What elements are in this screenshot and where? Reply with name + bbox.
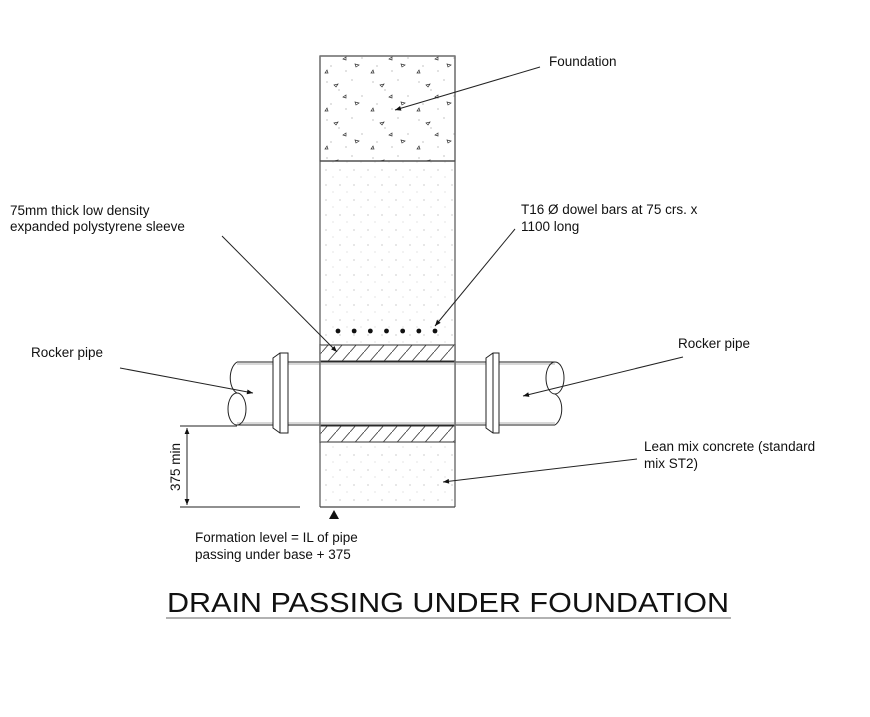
dimension-375-min: 375 min (168, 425, 300, 508)
dowel-bar (351, 328, 357, 334)
dowel-label-line1: T16 Ø dowel bars at 75 crs. x (521, 202, 698, 217)
drawing-title: DRAIN PASSING UNDER FOUNDATION (167, 587, 729, 618)
sleeve-label-line1: 75mm thick low density (10, 203, 150, 218)
dimension-label: 375 min (168, 443, 183, 491)
leader-lines (119, 66, 684, 484)
foundation-label: Foundation (549, 54, 617, 69)
sleeve-label-line2: expanded polystyrene sleeve (10, 219, 185, 234)
formation-level-marker-icon (329, 510, 339, 519)
dowel-bar (367, 328, 373, 334)
dowel-bar (384, 328, 389, 334)
dowel-bar (432, 328, 438, 334)
lean-mix-concrete-column (319, 56, 456, 508)
dowel-leader (434, 228, 516, 327)
lean-mix-label-line1: Lean mix concrete (standard (644, 439, 815, 454)
rocker-pipe-left-leader (119, 367, 254, 395)
rocker-pipe-right-leader (522, 356, 684, 397)
rocker-pipe-left-label: Rocker pipe (31, 345, 103, 360)
dowel-bar (400, 328, 406, 334)
polystyrene-sleeve (319, 344, 456, 443)
foundation-block (319, 55, 456, 162)
rocker-pipe (227, 345, 565, 442)
rocker-pipe-right-label: Rocker pipe (678, 336, 750, 351)
foundation-leader (394, 66, 541, 111)
lean-mix-label-line2: mix ST2) (644, 456, 698, 471)
dowel-bar (335, 328, 341, 334)
formation-label-line2: passing under base + 375 (195, 547, 351, 562)
dowel-bars (335, 328, 438, 334)
dowel-bar (416, 328, 422, 334)
sleeve-leader (221, 235, 338, 353)
dowel-label-line2: 1100 long (521, 219, 579, 234)
lean-mix-leader (442, 458, 638, 484)
formation-label-line1: Formation level = IL of pipe (195, 530, 358, 545)
